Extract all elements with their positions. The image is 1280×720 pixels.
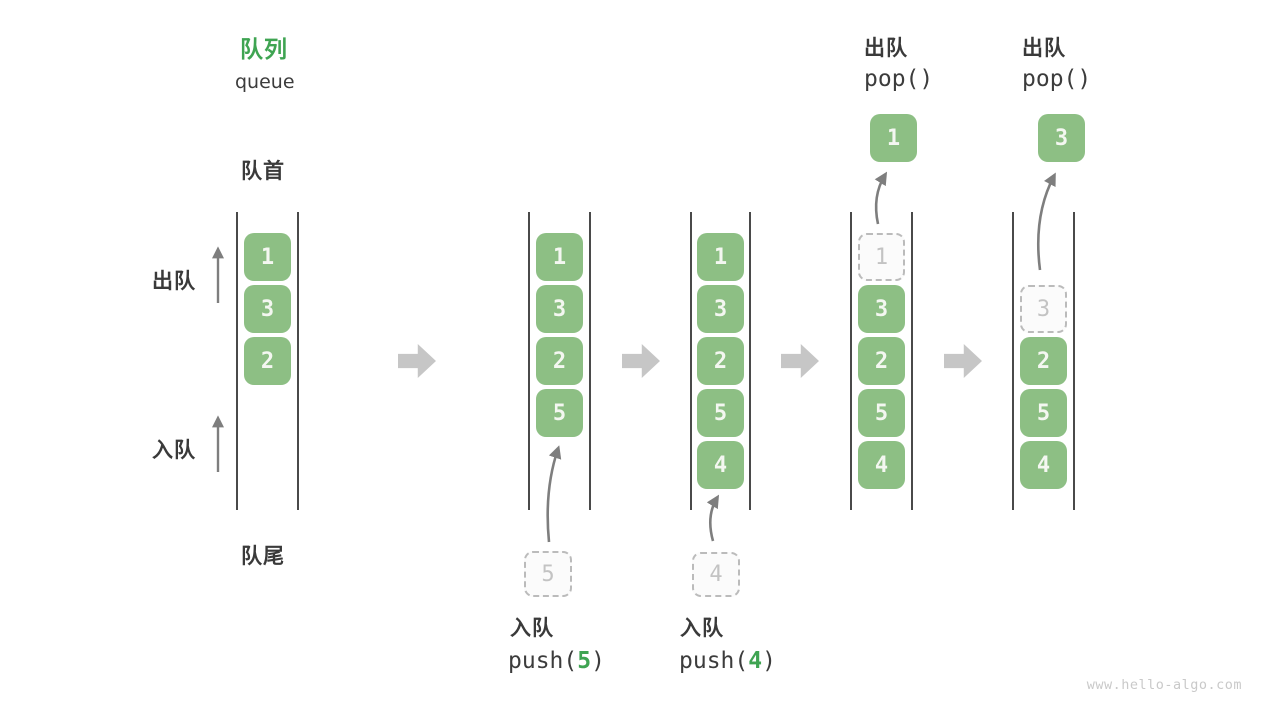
queue-item: 4 bbox=[697, 441, 744, 489]
push-operation-label-zh: 入队 bbox=[510, 616, 554, 640]
push-5-arrow-icon bbox=[546, 445, 562, 543]
enqueue-direction-label: 入队 bbox=[152, 438, 196, 462]
queue-rail-left bbox=[236, 212, 238, 510]
queue-rail-right bbox=[589, 212, 591, 510]
push-code-open: push( bbox=[508, 648, 578, 674]
queue-rail-left bbox=[1012, 212, 1014, 510]
queue-item: 1 bbox=[244, 233, 291, 281]
queue-item: 1 bbox=[697, 233, 744, 281]
popped-item: 3 bbox=[1038, 114, 1085, 162]
diagram-title-zh: 队列 bbox=[240, 37, 288, 63]
queue-item: 2 bbox=[697, 337, 744, 385]
pop-1-arrow-icon bbox=[874, 171, 888, 225]
state-transition-arrow-icon bbox=[398, 344, 436, 378]
queue-item: 3 bbox=[697, 285, 744, 333]
dequeue-direction-label: 出队 bbox=[152, 269, 196, 293]
pop-operation-label-zh: 出队 bbox=[1022, 36, 1066, 60]
queue-item: 2 bbox=[858, 337, 905, 385]
push-code-arg: 5 bbox=[577, 648, 592, 674]
staged-item: 5 bbox=[524, 551, 572, 597]
dequeued-item-placeholder: 3 bbox=[1020, 285, 1067, 333]
queue-rail-left bbox=[528, 212, 530, 510]
dequeued-item-placeholder: 1 bbox=[858, 233, 905, 281]
push-code-close: ) bbox=[762, 648, 776, 674]
queue-item: 5 bbox=[697, 389, 744, 437]
popped-item: 1 bbox=[870, 114, 917, 162]
queue-item: 1 bbox=[536, 233, 583, 281]
watermark: www.hello-algo.com bbox=[1086, 677, 1242, 693]
queue-rear-label: 队尾 bbox=[241, 544, 285, 568]
state-transition-arrow-icon bbox=[622, 344, 660, 378]
queue-rail-right bbox=[297, 212, 299, 510]
state-transition-arrow-icon bbox=[944, 344, 982, 378]
queue-rail-right bbox=[749, 212, 751, 510]
staged-item: 4 bbox=[692, 552, 740, 597]
push-code-close: ) bbox=[591, 648, 605, 674]
pop-operation-label-zh: 出队 bbox=[864, 36, 908, 60]
pop-3-arrow-icon bbox=[1037, 172, 1056, 271]
queue-item: 5 bbox=[536, 389, 583, 437]
push-code-open: push( bbox=[679, 648, 749, 674]
queue-front-label: 队首 bbox=[241, 159, 285, 183]
push-operation-label-zh: 入队 bbox=[680, 616, 724, 640]
queue-rail-right bbox=[911, 212, 913, 510]
state-transition-arrow-icon bbox=[781, 344, 819, 378]
queue-item: 2 bbox=[1020, 337, 1067, 385]
push-4-arrow-icon bbox=[706, 494, 720, 542]
pop-operation-code: pop() bbox=[864, 66, 934, 92]
queue-item: 5 bbox=[858, 389, 905, 437]
queue-item: 3 bbox=[858, 285, 905, 333]
diagram-title-en: queue bbox=[235, 71, 295, 93]
queue-item: 2 bbox=[244, 337, 291, 385]
push-operation-code: push(5) bbox=[508, 648, 605, 674]
queue-item: 4 bbox=[1020, 441, 1067, 489]
pop-operation-code: pop() bbox=[1022, 66, 1092, 92]
queue-rail-right bbox=[1073, 212, 1075, 510]
push-operation-code: push(4) bbox=[679, 648, 776, 674]
queue-item: 4 bbox=[858, 441, 905, 489]
queue-item: 5 bbox=[1020, 389, 1067, 437]
queue-item: 2 bbox=[536, 337, 583, 385]
push-code-arg: 4 bbox=[748, 648, 763, 674]
queue-rail-left bbox=[690, 212, 692, 510]
queue-rail-left bbox=[850, 212, 852, 510]
queue-item: 3 bbox=[536, 285, 583, 333]
queue-item: 3 bbox=[244, 285, 291, 333]
